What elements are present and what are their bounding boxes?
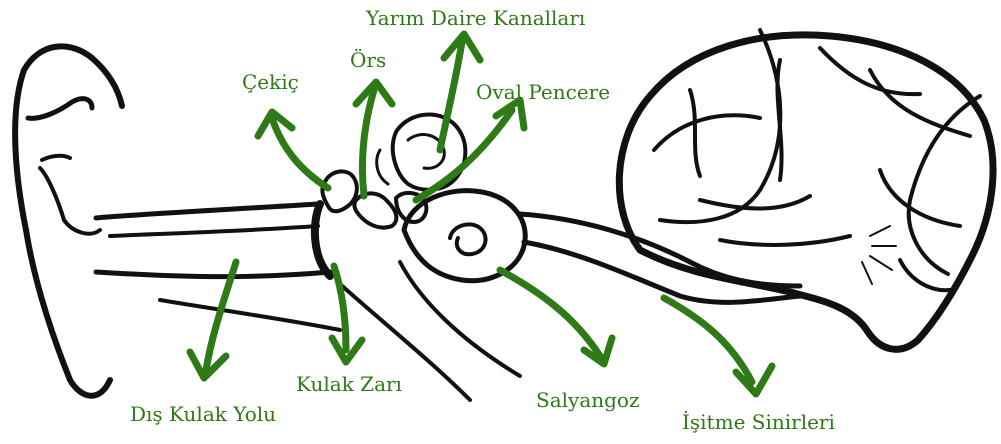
arrow-dis-kulak-yolu: [190, 262, 236, 378]
eardrum-drawing: [315, 204, 330, 276]
arrow-isitme-sinirleri: [664, 298, 772, 394]
label-kulak-zari: Kulak Zarı: [296, 372, 402, 396]
label-yarim-daire-kanallari: Yarım Daire Kanalları: [366, 6, 585, 30]
label-oval-pencere: Oval Pencere: [476, 80, 610, 104]
auditory-nerve-drawing: [160, 214, 800, 400]
outer-ear-drawing: [15, 46, 122, 395]
cochlea-drawing: [404, 191, 525, 281]
label-salyangoz: Salyangoz: [536, 388, 640, 412]
label-dis-kulak-yolu: Dış Kulak Yolu: [130, 402, 276, 426]
label-isitme-sinirleri: İşitme Sinirleri: [682, 410, 835, 434]
arrow-cekic: [258, 112, 328, 188]
arrow-salyangoz: [500, 270, 612, 364]
arrow-ors: [356, 82, 392, 196]
label-ors: Örs: [350, 48, 386, 72]
ear-canal-drawing: [96, 204, 330, 277]
anvil-bone-drawing: [354, 193, 396, 227]
label-cekic: Çekiç: [242, 70, 299, 94]
arrow-kulak-zari: [332, 266, 362, 362]
